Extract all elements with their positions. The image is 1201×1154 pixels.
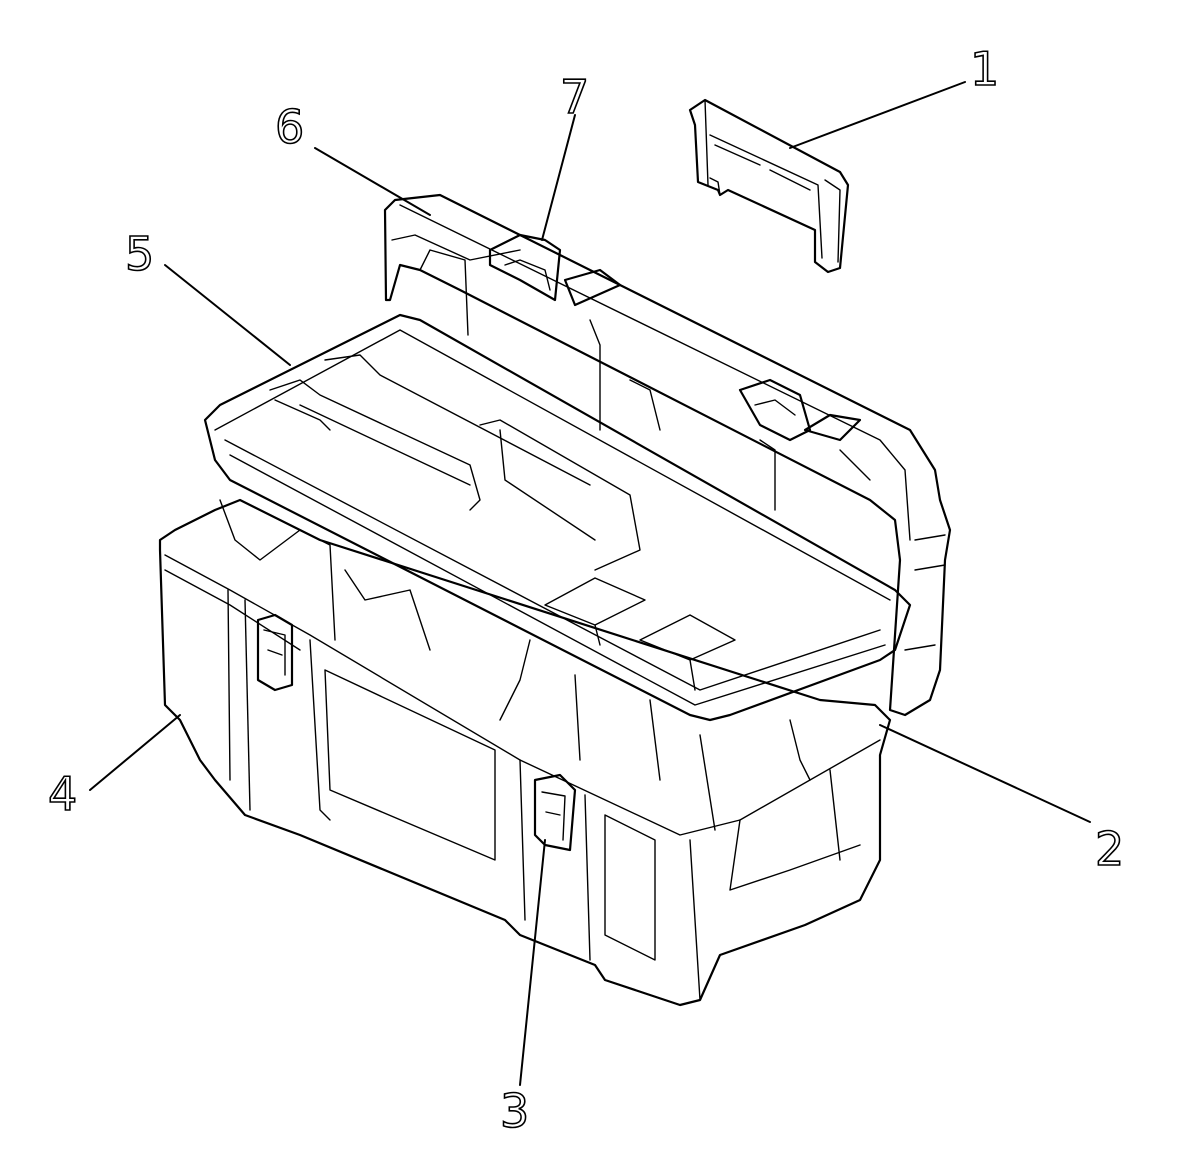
front-latch	[533, 773, 577, 852]
leader-4	[89, 714, 181, 791]
leader-1	[789, 81, 966, 149]
leader-5	[164, 264, 291, 366]
callout-labels: 1 2 3 4 5 6 7	[47, 41, 1125, 1139]
leader-7	[541, 114, 576, 241]
callout-7: 7	[560, 70, 589, 124]
lid-latch-bands	[488, 233, 862, 442]
removable-tray	[203, 313, 912, 722]
callout-1: 1	[970, 42, 999, 96]
callout-6: 6	[275, 100, 304, 154]
left-latch	[256, 613, 294, 692]
leader-6	[314, 147, 431, 216]
box-body	[158, 498, 892, 1007]
leader-lines	[89, 81, 1091, 1086]
callout-2: 2	[1095, 822, 1124, 876]
leader-3	[519, 839, 546, 1086]
callout-5: 5	[125, 227, 154, 281]
lid	[383, 193, 952, 717]
detached-handle	[688, 98, 850, 274]
callout-3: 3	[500, 1084, 529, 1138]
callout-4: 4	[48, 767, 77, 821]
leader-2	[879, 724, 1091, 823]
